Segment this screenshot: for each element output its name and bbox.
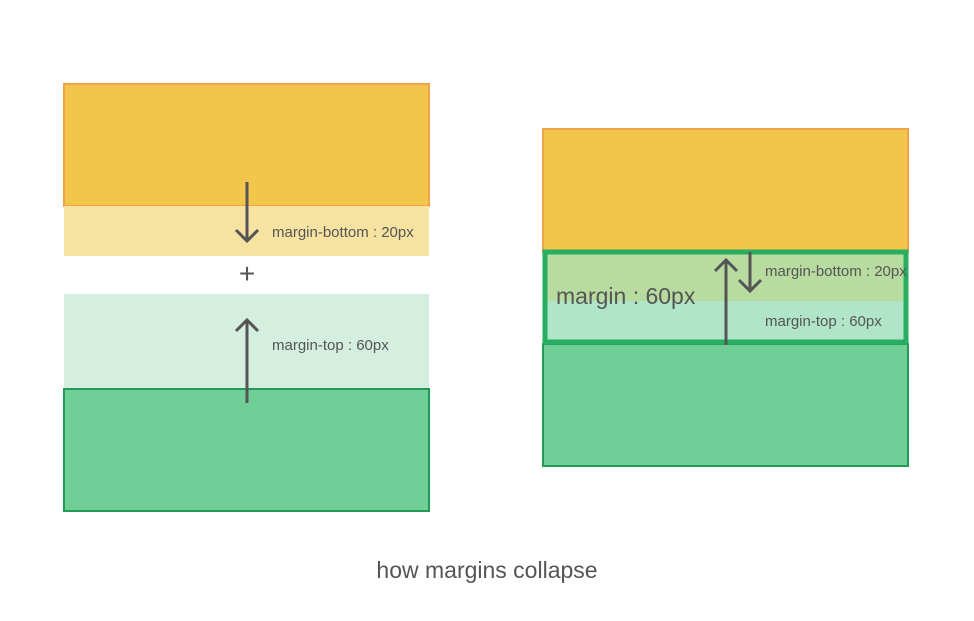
right-margin-bottom-label: margin-bottom : 20px xyxy=(765,263,907,280)
left-margin-top-label: margin-top : 60px xyxy=(272,337,389,354)
left-margin-top-arrow xyxy=(234,317,260,403)
right-margin-top-arrow xyxy=(713,257,739,345)
left-bottom-box xyxy=(63,388,430,512)
left-margin-bottom-arrow xyxy=(234,182,260,244)
left-panel: margin-bottom : 20px + margin-top : 60px xyxy=(63,83,430,512)
left-margin-bottom-label: margin-bottom : 20px xyxy=(272,224,414,241)
right-margin-bottom-arrow xyxy=(737,252,763,294)
plus-symbol: + xyxy=(239,258,255,289)
diagram-caption: how margins collapse xyxy=(376,557,598,583)
right-panel: margin : 60px margin-bottom : 20px margi… xyxy=(542,128,909,467)
right-bottom-box xyxy=(542,343,909,467)
collapsed-margin-label: margin : 60px xyxy=(556,283,696,309)
right-margin-top-label: margin-top : 60px xyxy=(765,313,882,330)
right-top-box xyxy=(542,128,909,253)
